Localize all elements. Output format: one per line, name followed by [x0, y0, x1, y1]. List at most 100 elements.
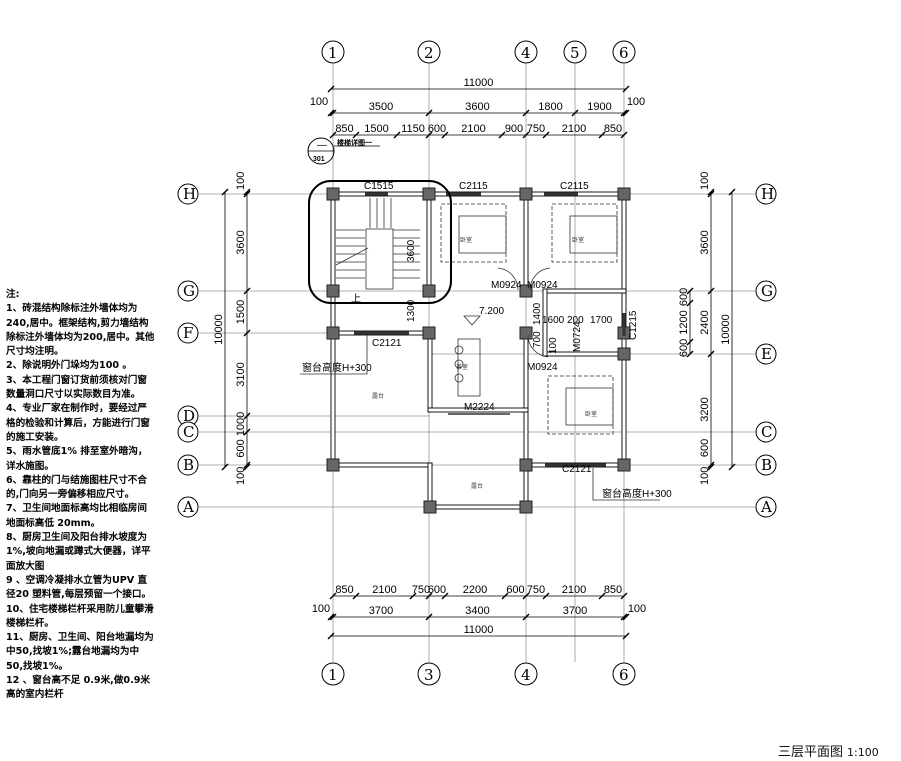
door-label: M0924 — [527, 280, 558, 291]
dim-tick — [707, 287, 715, 295]
note-item: 3、本工程门窗订货前须核对门窗数量洞口尺寸以实际数目为准。 — [6, 374, 147, 401]
stair-dimension: 3600 — [406, 239, 417, 262]
tea-table — [457, 338, 481, 397]
room-label-bedroom: 卧室 — [572, 236, 584, 244]
dim-tick — [571, 109, 579, 117]
column — [617, 347, 631, 361]
column — [422, 187, 436, 201]
note-item: 8、厨房卫生间及阳台排水坡度为1%,坡向地漏或蹲式大便器，详平面放大图 — [6, 532, 151, 572]
axis-label: C — [761, 423, 772, 441]
bath-dimension: 200 — [567, 315, 584, 326]
dim-tick — [622, 632, 630, 640]
dimension-lines — [221, 85, 736, 640]
axis-label: G — [761, 282, 773, 300]
dim-tick — [707, 190, 715, 198]
axis-bubble — [755, 421, 777, 443]
room-label-bedroom: 卧室 — [460, 236, 472, 244]
stair-well — [365, 228, 394, 290]
window-label: C2121 — [562, 464, 592, 475]
column — [519, 187, 533, 201]
bottom-detail-dim-text: 600 — [428, 584, 446, 596]
left-bay-dim-text: 1000 — [235, 412, 247, 436]
dim-tick — [522, 592, 530, 600]
left-edge-dim: 100 — [235, 467, 247, 485]
dim-tick — [221, 463, 229, 471]
wall — [330, 462, 433, 468]
dim-tick — [329, 592, 337, 600]
dim-tick — [243, 188, 251, 196]
right-sub-dim-text: 600 — [678, 339, 690, 357]
bath-dimension: 1600 — [542, 315, 565, 326]
dim-tick — [598, 131, 606, 139]
axis-bubble — [755, 343, 777, 365]
dim-tick — [329, 613, 337, 621]
column — [326, 326, 340, 340]
top-bay-dim-text: 1900 — [587, 101, 611, 113]
stool — [454, 359, 464, 369]
wall — [542, 288, 548, 357]
dim-tick — [542, 592, 550, 600]
axis-label: E — [761, 345, 772, 363]
bottom-edge-dim: 100 — [628, 603, 646, 615]
bath-dimension: 1700 — [590, 315, 613, 326]
dim-tick — [522, 109, 530, 117]
axis-label: C — [183, 423, 194, 441]
room-label-tea-room: 茶室 — [456, 363, 468, 371]
note-item: 9 、空调冷凝排水立管为UPV 直径20 塑料管,每层预留一个接口。 — [6, 574, 152, 601]
note-item: 10、住宅楼梯栏杆采用防儿童攀滑楼梯栏杆。 — [6, 603, 154, 629]
bath-dimension: 1400 — [532, 302, 543, 325]
axis-label: G — [183, 282, 195, 300]
axis-bubble — [177, 280, 199, 302]
dim-tick — [620, 109, 628, 117]
dim-tick — [327, 613, 335, 621]
note-item: 6、靠柱的门与结施图柱尺寸不合的,门向另一旁偏移相应尺寸。 — [6, 474, 147, 501]
dim-tick — [522, 613, 530, 621]
room-label-terrace: 露台 — [471, 482, 483, 490]
stair-highlight-outline — [308, 180, 452, 304]
top-detail-dim-text: 850 — [335, 123, 353, 135]
top-detail-dim-text: 600 — [428, 123, 446, 135]
dim-tick — [707, 461, 715, 469]
axis-label: 1 — [328, 44, 338, 62]
door-label: M0924 — [491, 280, 522, 291]
axis-bubble — [177, 496, 199, 518]
bottom-detail-dim-text: 2200 — [463, 584, 487, 596]
dim-tick — [352, 131, 360, 139]
door-label: M0924 — [527, 362, 558, 373]
axis-bubble — [514, 662, 538, 686]
right-total-dim-text: 10000 — [720, 314, 732, 345]
dim-tick — [425, 131, 433, 139]
bottom-detail-dim-text: 850 — [335, 584, 353, 596]
dim-tick — [441, 592, 449, 600]
dim-tick — [728, 188, 736, 196]
axis-bubble — [417, 662, 441, 686]
bottom-bay-dim-text: 3700 — [369, 605, 393, 617]
stair-break-line — [335, 247, 369, 266]
dim-tick — [686, 338, 694, 346]
detail-ref-top: — — [317, 140, 327, 151]
dim-tick — [409, 592, 417, 600]
bottom-detail-dim-text: 2100 — [372, 584, 396, 596]
dim-tick — [425, 613, 433, 621]
bath-dimension: 700 — [532, 331, 543, 348]
dim-tick — [327, 85, 335, 93]
dim-tick — [620, 592, 628, 600]
drawing-scale: 1:100 — [847, 746, 879, 759]
sill-height-note: 窗台高度H+300 — [602, 487, 672, 500]
axis-label: 6 — [619, 666, 629, 684]
axis-bubble — [177, 454, 199, 476]
axis-label: A — [760, 498, 772, 516]
top-bay-dim-text: 3600 — [465, 101, 489, 113]
column — [519, 326, 533, 340]
column — [423, 500, 437, 514]
axis-label: F — [183, 324, 193, 342]
door-swing — [529, 267, 551, 291]
right-bay-dim-text: 2400 — [699, 310, 711, 334]
dim-tick — [620, 131, 628, 139]
column — [326, 187, 340, 201]
note-item: 4、专业厂家在制作时，要经过严格的检验和计算后，方能进行门窗的施工安装。 — [6, 403, 150, 443]
top-edge-dim: 100 — [310, 96, 328, 108]
bottom-edge-dim: 100 — [312, 603, 330, 615]
axis-label: B — [183, 456, 194, 474]
left-bay-dim-text: 600 — [235, 439, 247, 457]
